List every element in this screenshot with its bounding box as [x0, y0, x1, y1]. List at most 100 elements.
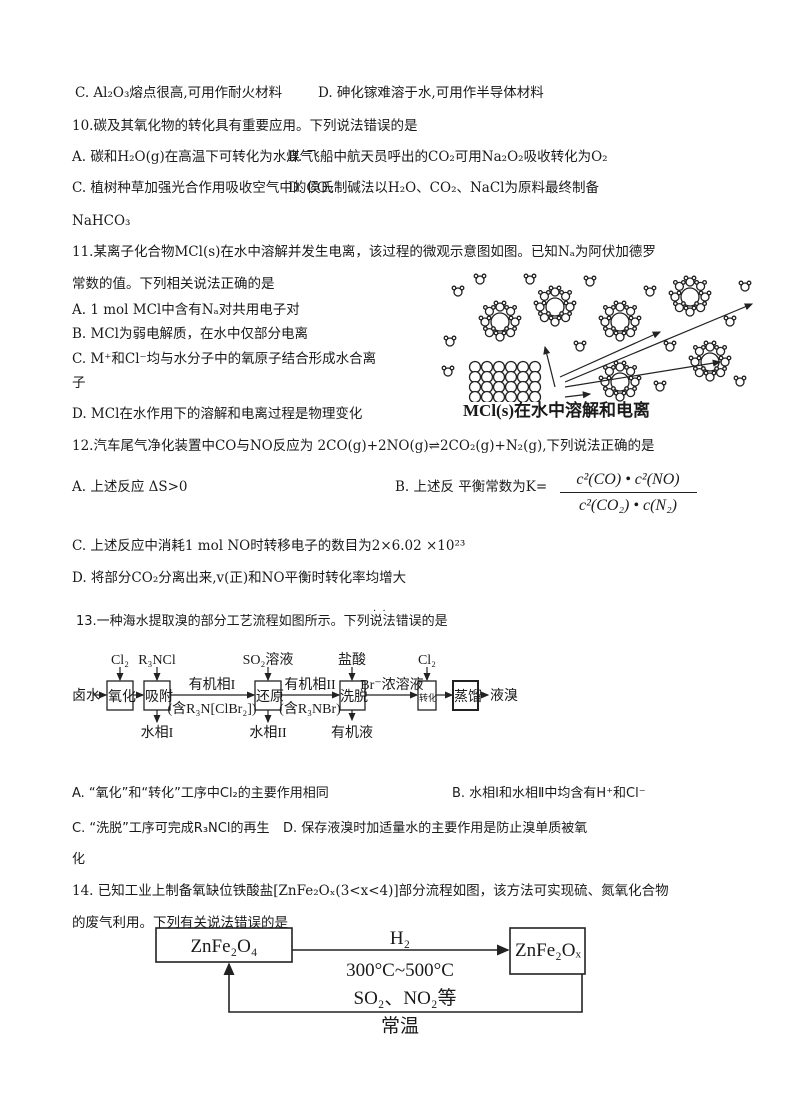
hydrogen-atom [621, 360, 627, 366]
hydrogen-atom [613, 300, 619, 306]
lattice-ion [516, 390, 530, 402]
q12-option-c: C. 上述反应中消耗1 mol NO时转移电子的数目为2×6.02 ×10²³ [72, 538, 466, 554]
ion [545, 297, 565, 317]
water-molecule [484, 327, 495, 338]
water-molecule [615, 332, 625, 342]
ion [490, 312, 510, 332]
hydrogen-atom [711, 370, 717, 376]
hydrogen-atom [676, 290, 682, 296]
bromine-flowchart: 卤水 液溴 氧化 吸附 还原 洗脱 转化 蒸馏 Cl₂ R₃NCl SO₂溶液 … [72, 652, 518, 741]
water-molecule [443, 367, 453, 377]
hydrogen-atom [714, 344, 720, 350]
k-denominator: c²(CO₂) • c(N₂) [579, 497, 677, 514]
q12-stem: 12.汽车尾气净化装置中CO与NO反应为 2CO(g)+2NO(g)⇌2CO₂(… [72, 438, 655, 454]
water-molecule [674, 281, 685, 292]
water-molecule [475, 275, 485, 285]
hydrogen-atom [610, 386, 616, 392]
hydrogen-atom [688, 355, 694, 361]
water-molecule [630, 377, 640, 387]
water-molecule [604, 387, 615, 398]
water-molecule [655, 382, 665, 392]
lattice-ion [492, 390, 506, 402]
hydrogen-atom [624, 364, 630, 370]
water-molecule [484, 306, 495, 317]
hydrogen-atom [459, 285, 465, 291]
water-molecule [625, 327, 636, 338]
hydrogen-atom [451, 335, 457, 341]
hydrogen-atom [610, 326, 616, 332]
hydrogen-atom [643, 285, 649, 291]
water-molecule [715, 367, 726, 378]
hydrogen-atom [504, 304, 510, 310]
hydrogen-atom [602, 386, 608, 392]
label: 水相I [141, 725, 174, 741]
hydrogen-atom [691, 305, 697, 311]
water-molecule [685, 277, 695, 287]
hydrogen-atom [624, 386, 630, 392]
hydrogen-atom [731, 315, 737, 321]
water-molecule [630, 317, 640, 327]
water-molecule [685, 307, 695, 317]
hydrogen-atom [636, 315, 642, 321]
box-znfe2o4 [155, 927, 293, 963]
hydrogen-atom [559, 311, 565, 317]
label: 有机液 [331, 725, 373, 741]
hydrogen-atom [493, 300, 499, 306]
label: 洗脱 [340, 689, 368, 705]
hydrogen-atom [512, 304, 518, 310]
hydrogen-atom [632, 364, 638, 370]
hydrogen-atom [598, 315, 604, 321]
hydrogen-atom [523, 273, 529, 279]
hydrogen-atom [651, 285, 657, 291]
hydrogen-atom [703, 370, 709, 376]
label: SO₂溶液 [243, 652, 294, 668]
hydrogen-atom [610, 304, 616, 310]
hydrogen-atom [606, 315, 612, 321]
hydrogen-atom [621, 300, 627, 306]
water-molecule [700, 292, 710, 302]
q10-option-b: B. 飞船中航天员呼出的CO₂可用Na₂O₂吸收转化为O₂ [288, 149, 608, 165]
q11-option-c: C. M⁺和Cl⁻均与水分子中的氧原子结合形成水合离 [72, 351, 377, 367]
water-molecule [445, 337, 455, 347]
hydrogen-atom [692, 344, 698, 350]
water-molecule [604, 306, 615, 317]
hydrogen-atom [726, 355, 732, 361]
hydrogen-atom [602, 304, 608, 310]
k-numerator: c²(CO) • c²(NO) [576, 471, 680, 488]
label: 300°C~500°C [346, 960, 454, 981]
hydrogen-atom [533, 300, 539, 306]
hydrogen-atom [473, 273, 479, 279]
q10-option-c: C. 植树种草加强光合作用吸收空气中的CO₂ [72, 180, 334, 196]
hydrogen-atom [443, 335, 449, 341]
hydrogen-atom [663, 340, 669, 346]
water-molecule [674, 302, 685, 313]
hydrogen-atom [541, 300, 547, 306]
hydrogen-atom [583, 275, 589, 281]
water-molecule [560, 291, 571, 302]
figure-caption: MCl(s)在水中溶解和电离 [463, 401, 650, 420]
hydrogen-atom [698, 290, 704, 296]
q9-option-d: D. 砷化镓难溶于水,可用作半导体材料 [318, 85, 544, 101]
hydrogen-atom [653, 380, 659, 386]
hydrogen-atom [723, 315, 729, 321]
hydrogen-atom [628, 315, 634, 321]
water-molecule [645, 287, 655, 297]
water-molecule [535, 302, 545, 312]
hydrogen-atom [581, 340, 587, 346]
hydrogen-atom [738, 280, 744, 286]
hydrogen-atom [482, 304, 488, 310]
hydrogen-atom [504, 326, 510, 332]
hydrogen-atom [702, 279, 708, 285]
hydrogen-atom [632, 304, 638, 310]
hydrogen-atom [441, 365, 447, 371]
label: 有机相II [284, 677, 336, 693]
water-molecule [585, 277, 595, 287]
water-molecule [695, 302, 706, 313]
hydrogen-atom [702, 301, 708, 307]
water-molecule [615, 302, 625, 312]
hydrogen-atom [718, 355, 724, 361]
hydrogen-atom [548, 285, 554, 291]
water-molecule [705, 342, 715, 352]
label: R₃NCl [138, 653, 176, 668]
hydrogen-atom [696, 355, 702, 361]
